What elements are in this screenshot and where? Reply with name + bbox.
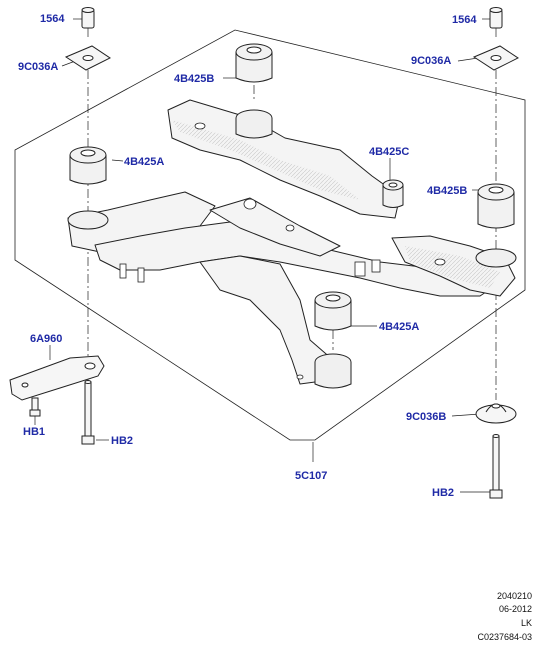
label-bush-4b425b-top: 4B425B <box>174 73 215 85</box>
label-hb1: HB1 <box>23 426 46 438</box>
footer-code: 2040210 <box>496 591 532 601</box>
bracket-6a960 <box>9 355 105 401</box>
label-subframe-5c107: 5C107 <box>295 470 328 482</box>
bush-4b425a-center <box>314 291 352 331</box>
footer-reference: C0237684-03 <box>477 632 532 642</box>
bolt-hb2-left <box>81 380 95 445</box>
label-washer-9c036b: 9C036B <box>406 411 447 423</box>
assembly-outline <box>14 29 526 441</box>
leader-lines <box>34 18 491 493</box>
label-bush-4b425a-center: 4B425A <box>379 321 420 333</box>
subframe-details <box>119 122 446 380</box>
bolt-hb1 <box>29 397 41 417</box>
plate-9c036a-left <box>64 45 111 71</box>
bush-4b425b-right <box>477 183 515 229</box>
footer-initials: LK <box>520 618 532 628</box>
bush-4b425a-left <box>69 146 107 185</box>
label-hb2-right: HB2 <box>432 487 455 499</box>
label-hb2-left: HB2 <box>111 435 134 447</box>
bush-housings <box>67 109 517 389</box>
subframe-body <box>67 99 516 385</box>
label-plate-9c036a-right: 9C036A <box>411 55 452 67</box>
label-washer-1564-left: 1564 <box>40 13 65 25</box>
bush-4b425b-top <box>235 43 273 83</box>
washer-1564-left <box>81 7 95 29</box>
label-bush-4b425a-left: 4B425A <box>124 156 165 168</box>
label-bush-4b425b-right: 4B425B <box>427 185 468 197</box>
label-bush-4b425c: 4B425C <box>369 146 410 158</box>
washer-9c036b <box>475 403 517 424</box>
washer-1564-right <box>489 7 503 29</box>
bush-4b425c <box>382 179 404 208</box>
label-bracket-6a960: 6A960 <box>30 333 63 345</box>
label-plate-9c036a-left: 9C036A <box>18 61 59 73</box>
bolt-hb2-right <box>489 434 503 499</box>
label-washer-1564-right: 1564 <box>452 14 477 26</box>
plate-9c036a-right <box>472 45 519 71</box>
subframe-shading <box>172 120 500 288</box>
footer-date: 06-2012 <box>498 604 532 614</box>
